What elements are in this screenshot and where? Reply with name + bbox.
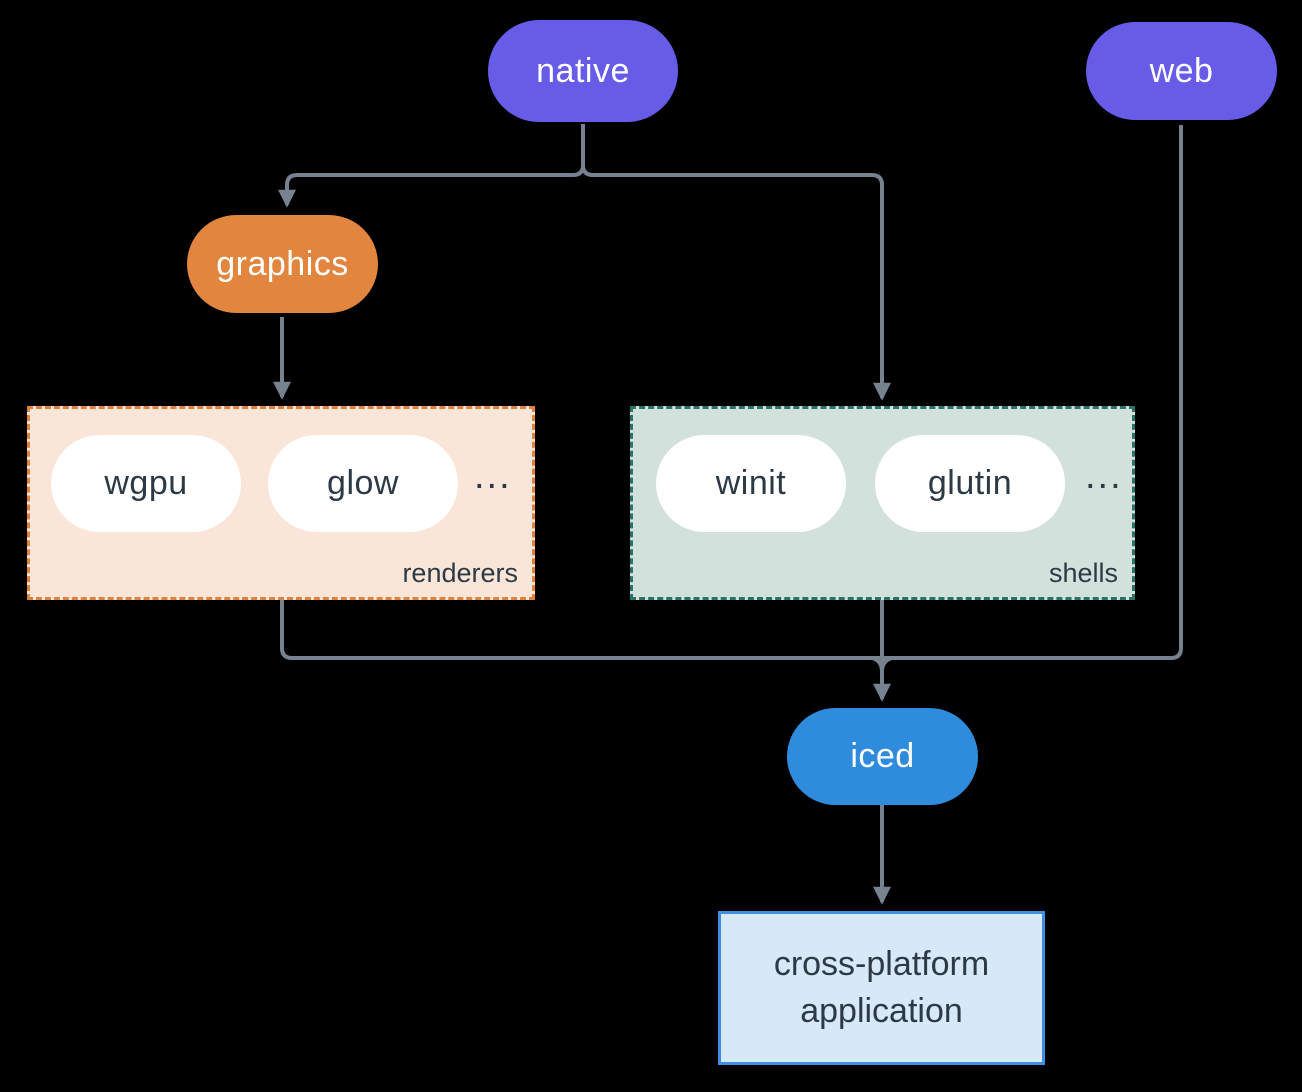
node-native-label: native [536,51,630,90]
node-winit: winit [656,435,846,532]
connector-renderers-to-junction [280,600,882,660]
node-winit-label: winit [715,464,787,502]
application-label-line1: cross-platform [773,945,990,983]
node-web-label: web [1149,51,1214,90]
node-native: native [488,20,678,122]
application-label-line2: application [800,992,963,1030]
node-glutin-label: glutin [927,464,1013,502]
group-renderers-label: renderers [402,558,518,588]
node-iced: iced [787,708,978,805]
node-glow-label: glow [327,464,399,502]
node-web: web [1086,22,1277,120]
connector-native-to-graphics [278,124,585,208]
connector-web-to-junction [882,125,1183,660]
node-wgpu-label: wgpu [104,464,188,502]
group-renderers: wgpu glow ... renderers [27,406,535,600]
node-wgpu: wgpu [51,435,241,532]
group-shells-label: shells [1048,558,1118,588]
node-glow: glow [268,435,458,532]
node-iced-label: iced [850,737,915,775]
shells-ellipsis: ... [1085,455,1123,497]
node-graphics: graphics [187,215,378,313]
group-shells: winit glutin ... shells [630,406,1135,600]
renderers-ellipsis: ... [474,455,512,497]
connector-native-to-shells [581,124,891,401]
node-graphics-label: graphics [216,244,349,283]
node-cross-platform-application: cross-platform application [718,911,1045,1065]
node-glutin: glutin [875,435,1065,532]
